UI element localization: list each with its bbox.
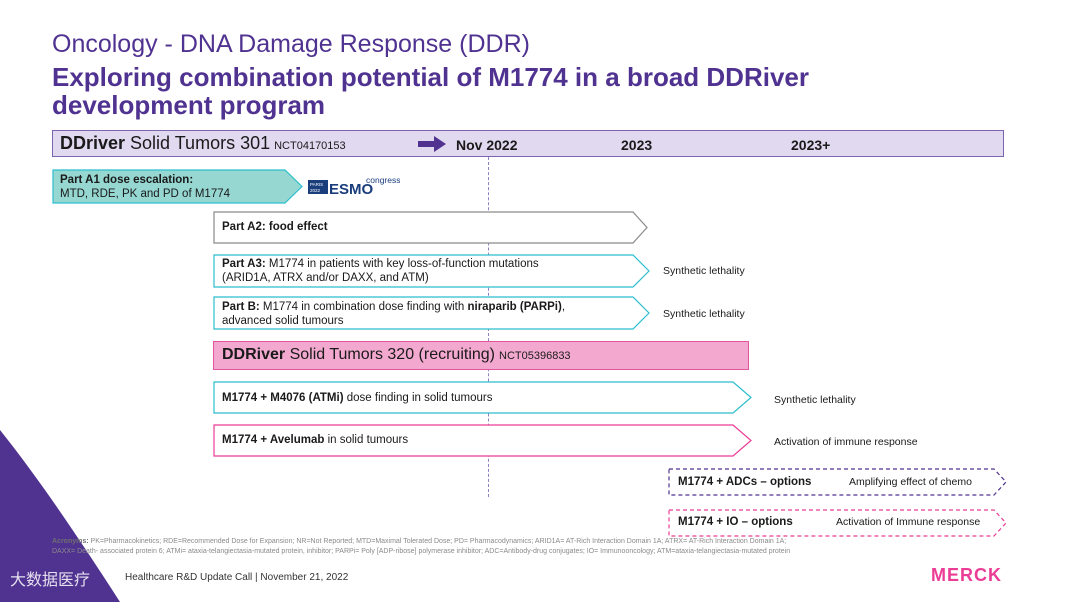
esmo-year: 2022 [310,188,321,193]
acronyms-label: Acronyms: [52,538,89,545]
page-title: Exploring combination potential of M1774… [52,62,809,120]
timeline-date-2023: 2023 [621,137,653,153]
part-a1-arrow [52,169,303,204]
timeline-arrow-icon [418,136,446,152]
esmo-suffix: congress [366,175,400,185]
io-options-arrow [668,509,1007,537]
part-a3-text: Part A3: M1774 in patients with key loss… [222,258,539,285]
part-a3-desc: M1774 in patients with key loss-of-funct… [265,258,539,270]
arm1-arrow [213,381,752,414]
part-b-desc: M1774 in combination dose finding with [259,301,468,313]
arm1-title: M1774 + M4076 (ATMi) [222,392,344,404]
arm2-rationale: Activation of immune response [774,436,918,448]
esmo-congress-logo: PARIS 2022 ESMO congress [308,175,400,196]
arm1-rationale: Synthetic lethality [774,394,856,406]
timeline-date-nov2022: Nov 2022 [456,137,518,153]
part-b-detail: advanced solid tumours [222,314,344,327]
part-a3-rationale: Synthetic lethality [663,265,745,277]
timeline-date-2023plus: 2023+ [791,137,831,153]
trial-301-rest: Solid Tumors 301 [125,133,271,153]
timeline-bar [52,130,1004,157]
io-options-title: M1774 + IO – options [678,516,793,528]
adc-options-title: M1774 + ADCs – options [678,476,812,488]
trial-320-nct: NCT05396833 [499,350,571,362]
arm2-text: M1774 + Avelumab in solid tumours [222,434,408,448]
part-a2-title: Part A2: food effect [222,221,328,233]
trial-301-bold: DDriver [60,133,126,153]
part-a1-detail: MTD, RDE, PK and PD of M1774 [60,187,231,200]
io-options-desc: Activation of Immune response [836,516,981,528]
part-a3-title: Part A3: [222,258,266,270]
part-b-text: Part B: M1774 in combination dose findin… [222,301,565,328]
part-a3-arrow [213,254,650,288]
acronyms-footnote: Acronyms: PK=Pharmacokinetics; RDE=Recom… [52,537,952,557]
trial-301-nct: NCT04170153 [274,140,346,152]
part-a3-detail: (ARID1A, ATRX and/or DAXX, and ATM) [222,271,429,284]
page-subtitle: Oncology - DNA Damage Response (DDR) [52,30,530,58]
corner-decoration [0,430,120,602]
watermark: 大数据医疗 [10,572,91,589]
trial-320-bar [213,341,749,370]
adc-options-desc: Amplifying effect of chemo [849,476,972,488]
part-a2-arrow [213,211,648,244]
merck-logo: MERCK [931,565,1002,585]
part-b-arrow [213,296,650,330]
acronyms-line2: DAXX= Death- associated protein 6; ATMi=… [52,548,791,555]
arm1-text: M1774 + M4076 (ATMi) dose finding in sol… [222,392,493,406]
part-a1-title: Part A1 dose escalation: [60,174,194,186]
part-b-drug: niraparib (PARPi) [467,301,562,313]
arm1-desc: dose finding in solid tumours [343,392,493,404]
part-a2-text: Part A2: food effect [222,221,328,235]
footer-text: Healthcare R&D Update Call | November 21… [125,572,349,583]
io-options-label: M1774 + IO – options [678,516,793,530]
esmo-city: PARIS [310,182,323,187]
trial-320-bold: DDRiver [222,346,286,363]
part-a1-text: Part A1 dose escalation:MTD, RDE, PK and… [60,174,230,201]
part-b-comma: , [561,301,566,313]
part-b-title: Part B: [222,301,260,313]
arm2-desc: in solid tumours [324,434,409,446]
trial-320-label: DDRiver Solid Tumors 320 (recruiting) NCT… [222,346,571,364]
acronyms-line1: PK=Pharmacokinetics; RDE=Recommended Dos… [90,538,787,545]
arm2-arrow [213,424,752,457]
arm2-title: M1774 + Avelumab [222,434,325,446]
esmo-name: ESMO [329,181,374,196]
adc-options-arrow [668,468,1007,496]
trial-320-rest: Solid Tumors 320 (recruiting) [285,346,495,363]
adc-options-label: M1774 + ADCs – options [678,476,811,490]
part-b-rationale: Synthetic lethality [663,308,745,320]
